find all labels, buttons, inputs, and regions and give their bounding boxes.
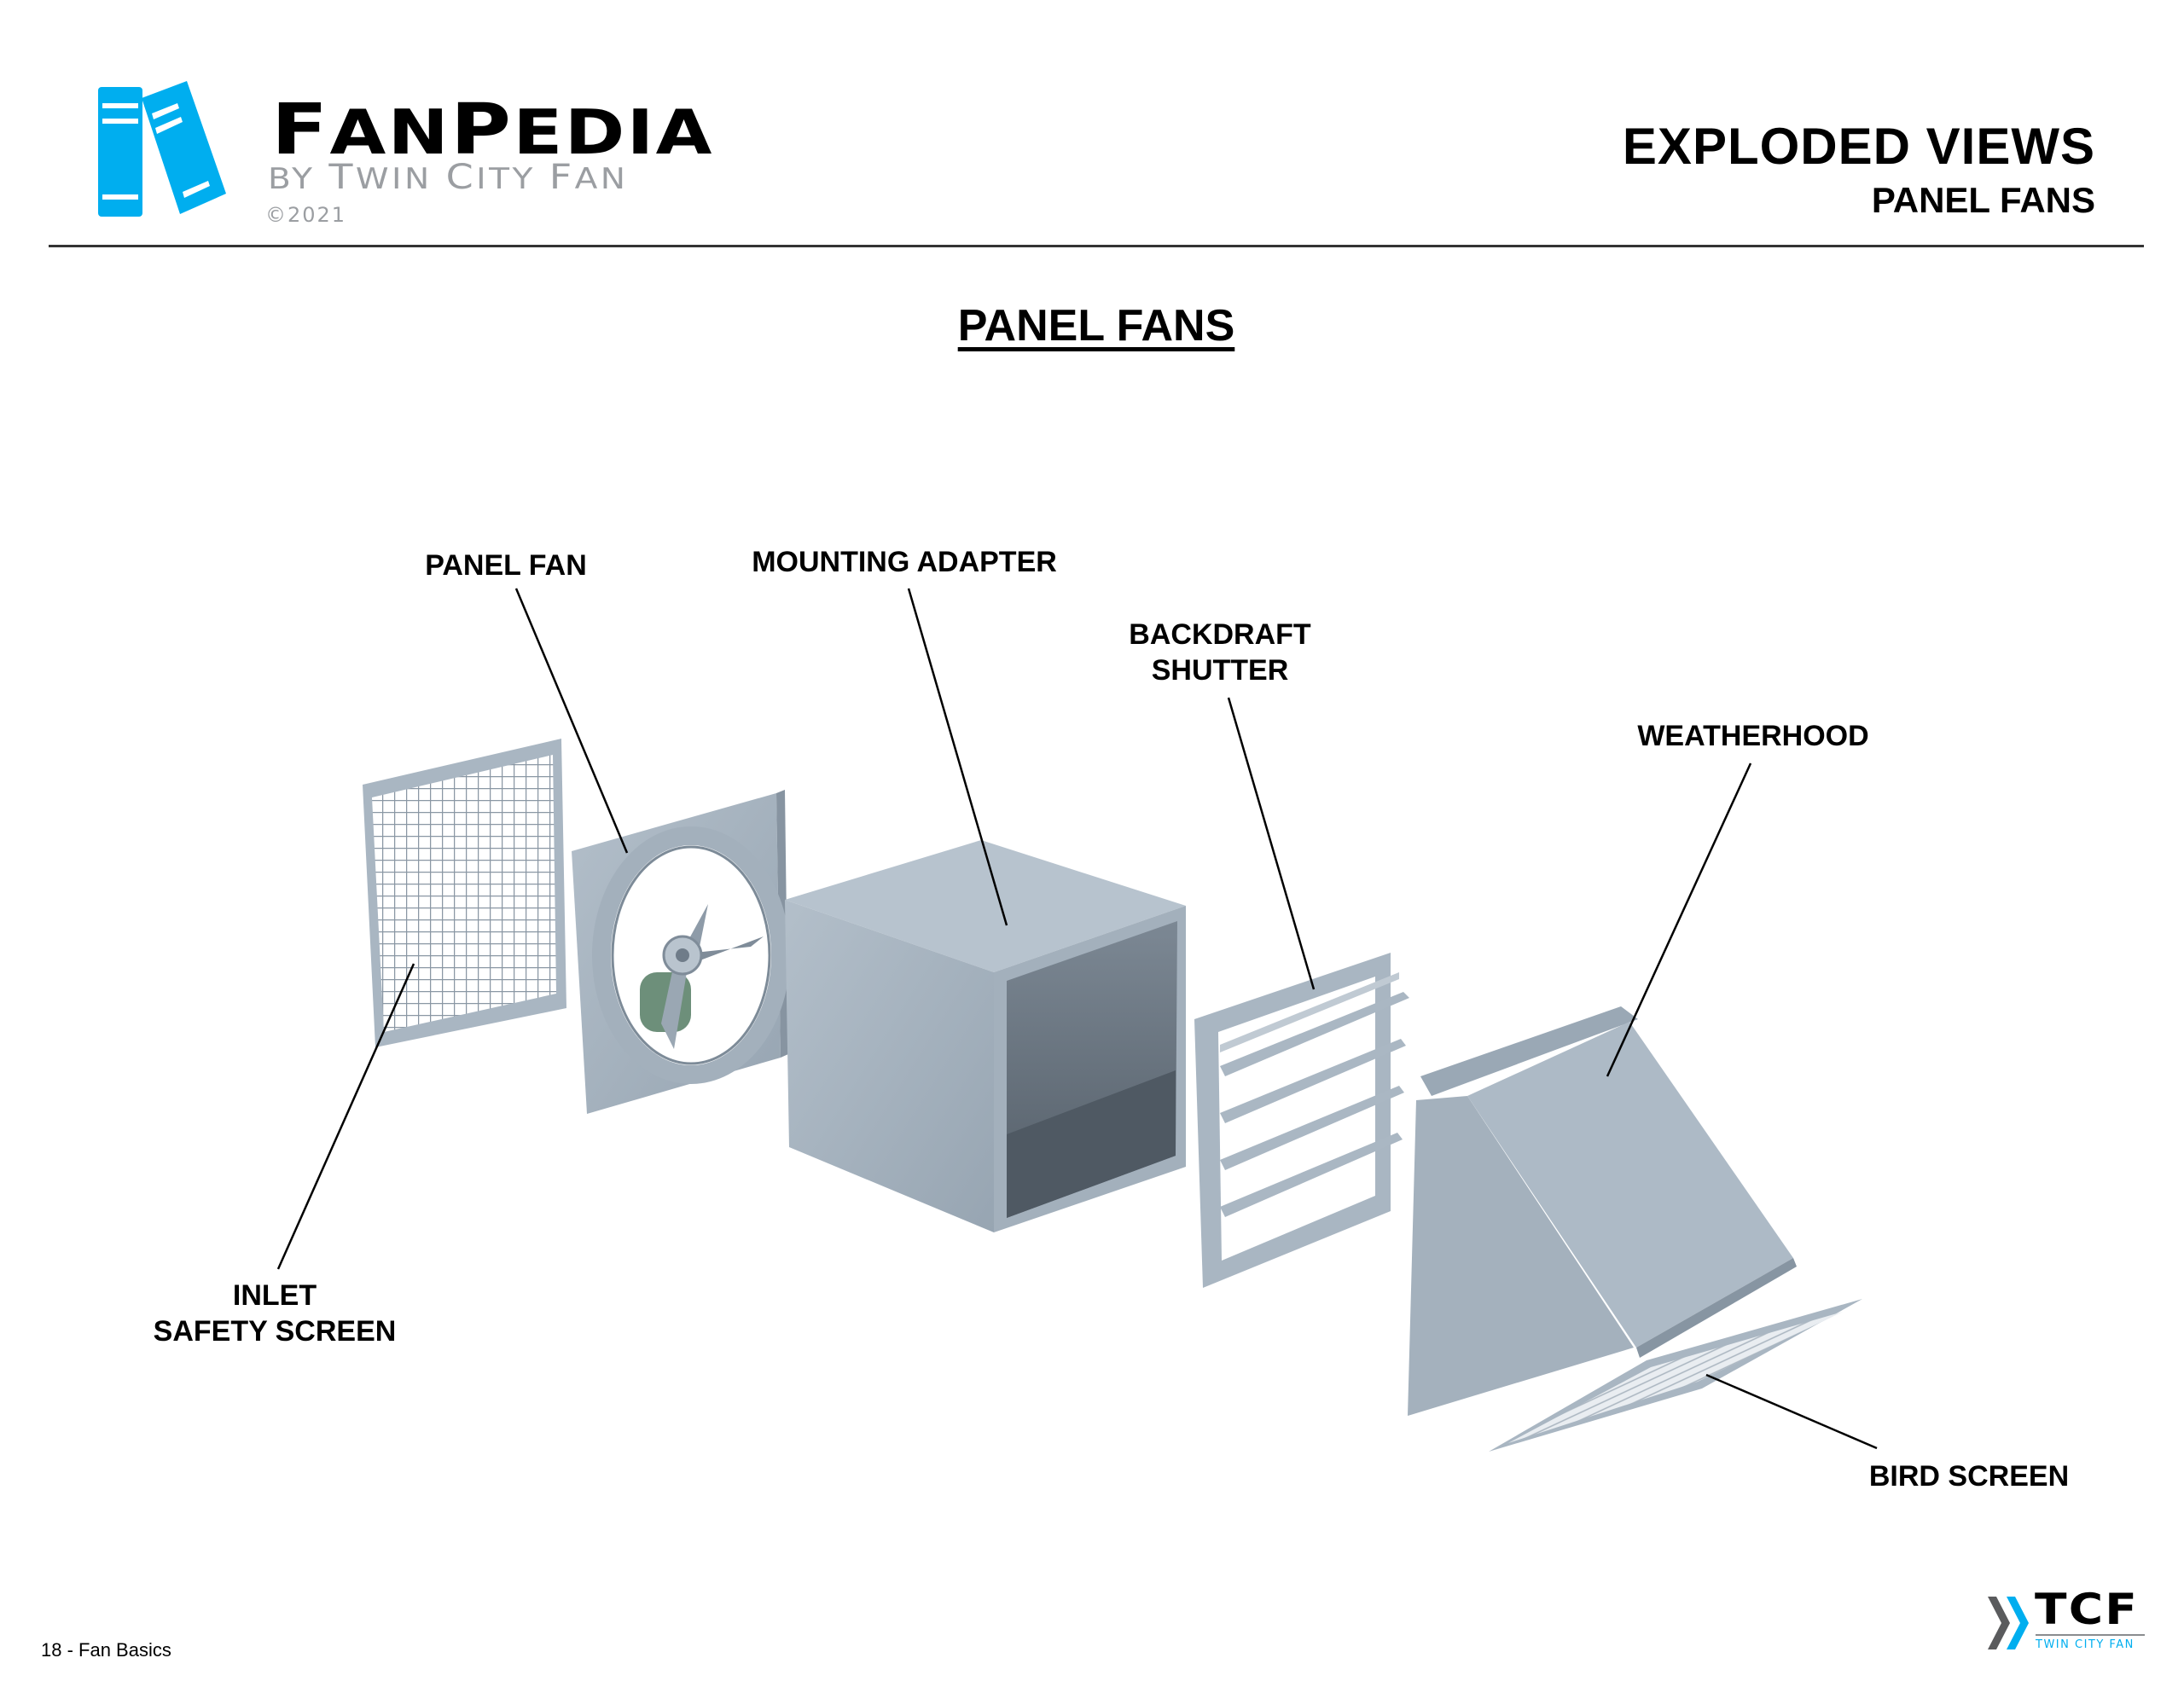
byline-part: F: [549, 158, 575, 197]
brand-name-part: F: [271, 90, 330, 171]
label-line: SHUTTER: [1151, 654, 1289, 687]
byline-part: WIN: [355, 162, 446, 196]
leader-line-mounting-adapter: [907, 588, 1008, 926]
byline-part: BY: [268, 162, 329, 196]
weatherhood-illustration: [1408, 1006, 1797, 1416]
label-line: PANEL FAN: [425, 549, 587, 582]
leader-line-panel-fan: [514, 588, 629, 854]
brand-copyright: ©2021: [265, 203, 347, 227]
label-line: WEATHERHOOD: [1637, 720, 1869, 752]
brand-name-part: AN: [329, 96, 451, 168]
label-weatherhood: WEATHERHOOD: [1637, 718, 1868, 754]
leader-line-inlet-safety-screen: [276, 963, 415, 1270]
mounting-adapter-illustration: [785, 840, 1186, 1232]
label-bird-screen: BIRD SCREEN: [1869, 1458, 2069, 1494]
bird-screen-illustration: [1489, 1299, 1862, 1452]
leader-line-bird-screen: [1705, 1373, 1878, 1450]
tcf-logo: TCF TWIN CITY FAN: [1988, 1588, 2150, 1653]
section-subtitle: PANEL FANS: [1871, 180, 2095, 220]
label-line: BACKDRAFT: [1129, 618, 1311, 651]
byline-part: AN: [574, 162, 629, 196]
label-line: MOUNTING ADAPTER: [752, 546, 1057, 578]
label-mounting-adapter: MOUNTING ADAPTER: [752, 544, 1057, 580]
label-backdraft-shutter: BACKDRAFT SHUTTER: [1129, 617, 1310, 688]
brand-name: FANPEDIA: [271, 96, 714, 165]
byline-part: T: [328, 158, 356, 197]
inlet-safety-screen-illustration: [363, 739, 566, 1047]
page-title-text: PANEL FANS: [957, 301, 1235, 351]
chevron-icon: [1988, 1597, 2029, 1649]
brand-byline: BY TWIN CITY FAN: [268, 160, 629, 194]
backdraft-shutter-illustration: [1194, 953, 1409, 1288]
byline-part: C: [445, 158, 477, 197]
section-title: EXPLODED VIEWS: [1622, 118, 2095, 175]
tcf-mark: TCF: [2035, 1585, 2140, 1634]
leader-line-weatherhood: [1606, 762, 1752, 1077]
label-line: BIRD SCREEN: [1868, 1460, 2070, 1493]
brand-name-part: P: [450, 90, 514, 171]
leader-lines: [276, 588, 1878, 1450]
tcf-divider: [2036, 1634, 2145, 1636]
header-divider: [49, 245, 2144, 247]
label-panel-fan: PANEL FAN: [425, 548, 587, 583]
label-line: SAFETY SCREEN: [153, 1315, 397, 1348]
label-line: INLET: [232, 1279, 317, 1312]
page-title: PANEL FANS: [0, 300, 2184, 351]
panel-fan-illustration: [572, 790, 790, 1114]
books-icon: [98, 81, 226, 217]
leader-line-backdraft-shutter: [1227, 697, 1316, 990]
label-inlet-safety-screen: INLET SAFETY SCREEN: [154, 1278, 397, 1349]
tcf-tagline: TWIN CITY FAN: [2036, 1638, 2135, 1651]
brand-name-part: EDIA: [513, 96, 714, 168]
byline-part: ITY: [476, 162, 549, 196]
page-number: 18 - Fan Basics: [41, 1639, 171, 1661]
